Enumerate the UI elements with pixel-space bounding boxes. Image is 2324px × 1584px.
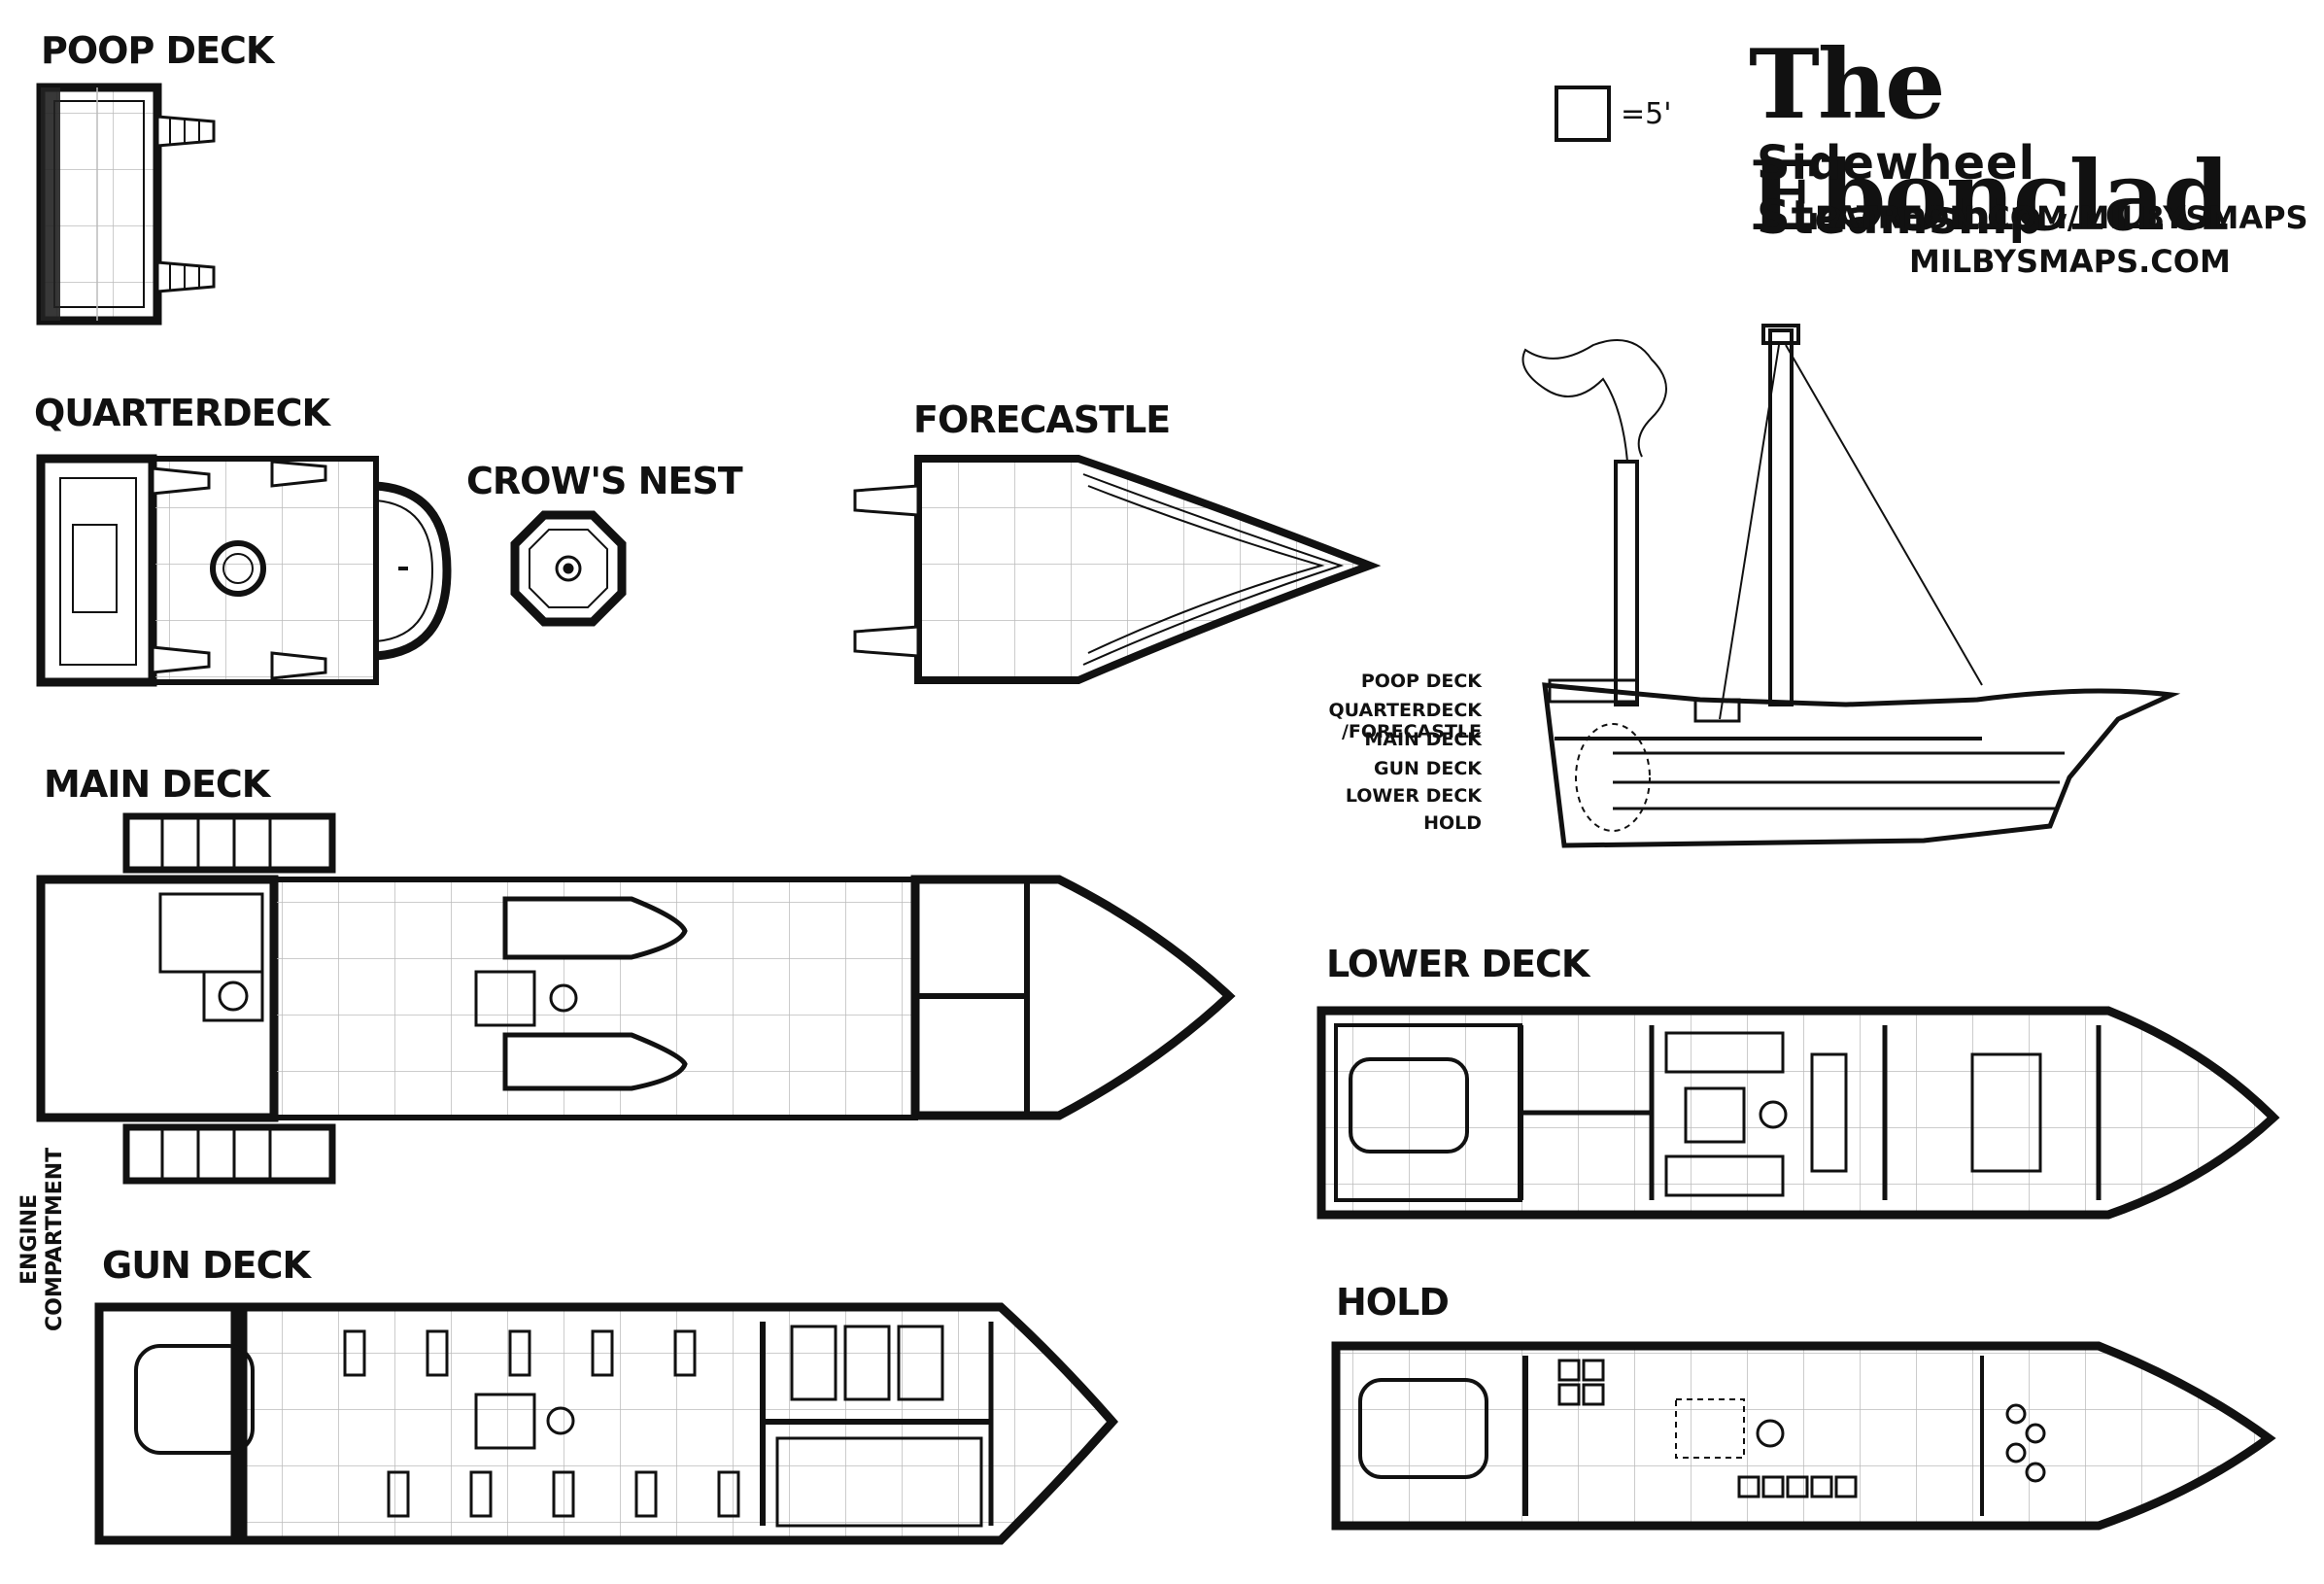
ship-profile	[1521, 324, 2181, 848]
profile-label-main: MAIN DECK	[1364, 729, 1482, 750]
crows-nest-plan	[510, 510, 627, 627]
scale-label: =5'	[1621, 97, 1672, 131]
main-deck-label: MAIN DECK	[44, 763, 270, 806]
engine-compartment-label: ENGINE COMPARTMENT	[17, 1148, 68, 1331]
forecastle-label: FORECASTLE	[913, 398, 1171, 441]
forecastle-plan	[853, 455, 1382, 684]
engine-label-line2: COMPARTMENT	[43, 1147, 67, 1331]
quarterdeck-label: QUARTERDECK	[34, 392, 330, 434]
poop-deck-plan	[36, 83, 216, 326]
lower-deck-plan	[1316, 1006, 2280, 1220]
profile-label-quarterdeck: QUARTERDECK /FORECASTLE	[1328, 700, 1482, 742]
profile-label-poop: POOP DECK	[1360, 671, 1482, 692]
profile-label-hold: HOLD	[1423, 812, 1482, 834]
hold-label: HOLD	[1336, 1281, 1450, 1324]
map-title: The Ebonclad	[1749, 29, 2230, 253]
poop-deck-label: POOP DECK	[41, 29, 274, 72]
gun-deck-plan	[94, 1302, 1118, 1545]
engine-label-line1: ENGINE	[17, 1193, 42, 1285]
profile-label-gun: GUN DECK	[1374, 758, 1482, 779]
quarterdeck-plan	[36, 454, 452, 687]
scale-square	[1555, 86, 1611, 142]
map-subtitle: Sidewheel Steamship	[1757, 136, 2044, 245]
gun-deck-label: GUN DECK	[102, 1244, 311, 1287]
patreon-url[interactable]: PATREON.COM/MILBYSMAPS	[1815, 199, 2308, 236]
crows-nest-label: CROW'S NEST	[466, 460, 743, 502]
lower-deck-label: LOWER DECK	[1326, 943, 1589, 985]
site-url[interactable]: MILBYSMAPS.COM	[1909, 243, 2231, 280]
profile-label-lower: LOWER DECK	[1345, 785, 1482, 807]
main-deck-plan	[36, 812, 1236, 1185]
hold-plan	[1331, 1341, 2276, 1531]
